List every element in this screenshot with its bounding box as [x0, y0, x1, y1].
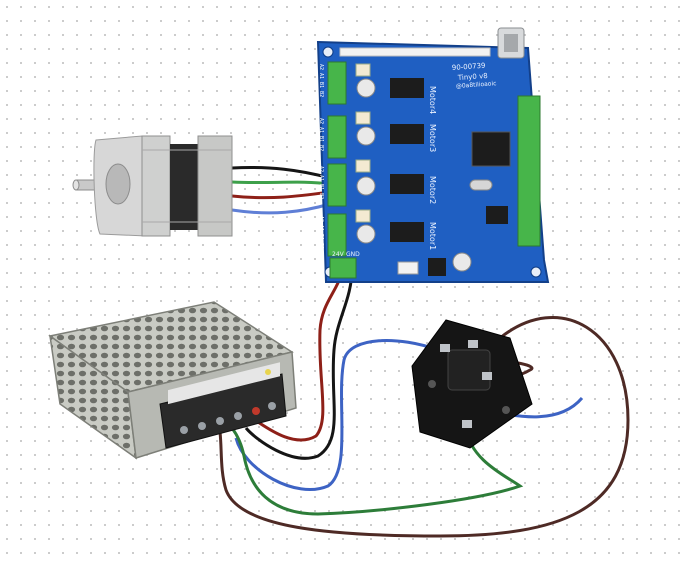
motor-body-front: [141, 135, 171, 237]
motor-wire-green: [231, 180, 331, 186]
crystal: [469, 179, 493, 191]
mains-wire-blue: [234, 339, 439, 492]
psu-screws: [180, 402, 276, 434]
controller-board: 90-00739 Tiny0 v8 @0a8tilioaoic Motor4 M…: [316, 27, 550, 283]
motor-flange: [105, 163, 131, 205]
power-supply-icon: [48, 301, 297, 460]
motor-body-core: [170, 144, 198, 230]
board-capacitor: [452, 252, 472, 272]
inlet-terminal-2: [468, 340, 478, 348]
right-terminal-strip: [517, 95, 541, 247]
gnd-label: GND: [346, 251, 360, 258]
board-name: Tiny0 v8: [457, 72, 488, 82]
psu-led: [265, 369, 271, 375]
live-wire-brown: [218, 316, 630, 538]
earth-wire-green: [230, 427, 524, 516]
power-wire-black: [244, 267, 354, 460]
pin-label-3: A2 A1 B1 B2: [318, 118, 324, 151]
motor-shaft-tip: [72, 179, 80, 191]
pin-label-1: A2 A1 B1 B2: [318, 216, 324, 249]
motor-wire-red: [231, 190, 331, 200]
pin-label-2: A2 A1 B1 B2: [318, 166, 324, 199]
inlet-switch: [447, 349, 491, 391]
board-id: 90-00739: [452, 62, 486, 72]
board-connector-small: [397, 261, 419, 275]
motor-body-back: [197, 135, 233, 237]
motor-label-4: Motor4: [428, 86, 437, 114]
motor-label-1: Motor1: [428, 222, 437, 250]
power-terminal: [329, 257, 357, 279]
psu-label-plate: [168, 362, 280, 405]
motor-label-3: Motor3: [428, 124, 437, 152]
board-site: @0a8tilioaoic: [456, 80, 497, 90]
stepper-drivers: [355, 63, 424, 244]
inlet-terminal-4: [462, 420, 472, 428]
motor-terminal-blocks: [327, 61, 347, 257]
motor-label-2: Motor2: [428, 176, 437, 204]
board-ic-small: [486, 206, 508, 224]
board-dc-block: [428, 258, 446, 276]
pin-label-4: A2 A1 B1 B2: [318, 64, 324, 97]
power-wire-red: [257, 267, 344, 442]
top-headers: [339, 47, 491, 57]
power-label: 24V: [332, 251, 345, 258]
microcontroller: [471, 131, 511, 167]
motor-wire-blue: [231, 202, 331, 215]
inlet-terminal-3: [482, 372, 492, 380]
motor-wire-black: [231, 166, 331, 180]
usb-port-icon: [497, 27, 525, 59]
inlet-terminal-1: [440, 344, 450, 352]
power-inlet-socket-icon: [411, 319, 533, 449]
stepper-motor-icon: [72, 135, 233, 237]
